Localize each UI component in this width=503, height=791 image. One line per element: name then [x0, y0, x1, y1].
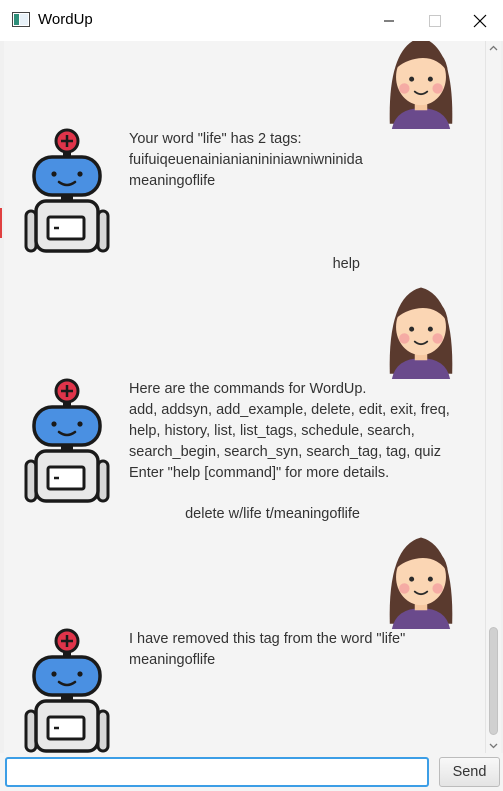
message-line: meaningoflife [129, 173, 216, 189]
scroll-up-button[interactable] [486, 41, 501, 55]
message-line: Your word "life" has 2 tags: [129, 131, 302, 147]
command-input[interactable] [5, 757, 429, 787]
scroll-down-button[interactable] [486, 739, 501, 753]
close-icon [473, 14, 487, 27]
message-line: Here are the commands for WordUp. [129, 381, 367, 397]
message-line: add, addsyn, add_example, delete, edit, … [129, 402, 450, 418]
message-line: fuifuiqeuenainianianininiawniwninida [129, 152, 363, 168]
user-message: help [254, 254, 360, 275]
bot-message: Your word "life" has 2 tags: fuifuiqeuen… [129, 129, 363, 192]
message-line: help, history, list, list_tags, schedule… [129, 423, 415, 439]
chevron-down-icon [489, 743, 498, 749]
input-bar: Send [0, 753, 503, 791]
bot-message: Here are the commands for WordUp. add, a… [129, 379, 450, 484]
robot-avatar [24, 628, 110, 753]
title-bar: WordUp [0, 0, 503, 42]
minimize-button[interactable] [366, 0, 412, 41]
scroll-thumb[interactable] [489, 627, 498, 735]
vertical-scrollbar[interactable] [485, 41, 501, 753]
bot-message: I have removed this tag from the word "l… [129, 629, 405, 671]
close-button[interactable] [457, 0, 503, 41]
window-title: WordUp [38, 11, 93, 28]
window-border-right [500, 41, 503, 791]
window-border-left [0, 41, 4, 791]
robot-avatar [24, 128, 110, 253]
message-line: search_begin, search_syn, search_tag, ta… [129, 444, 441, 460]
user-avatar [389, 287, 453, 379]
maximize-button[interactable] [412, 0, 458, 41]
user-message: delete w/life t/meaningoflife [144, 504, 360, 525]
minimize-icon [384, 20, 394, 21]
app-icon [12, 12, 30, 27]
robot-avatar [24, 378, 110, 503]
dialog-pane[interactable]: Your word "life" has 2 tags: fuifuiqeuen… [4, 41, 485, 753]
message-line: I have removed this tag from the word "l… [129, 631, 406, 647]
send-button[interactable]: Send [439, 757, 500, 787]
user-avatar [389, 41, 453, 129]
message-line: Enter "help [command]" for more details. [129, 465, 390, 481]
maximize-icon [429, 14, 441, 27]
message-line: delete w/life t/meaningoflife [185, 506, 360, 522]
message-line: help [332, 256, 360, 272]
chevron-up-icon [489, 45, 498, 51]
user-avatar [389, 537, 453, 629]
message-line: meaningoflife [129, 652, 216, 668]
window-edge-mark [0, 208, 2, 238]
